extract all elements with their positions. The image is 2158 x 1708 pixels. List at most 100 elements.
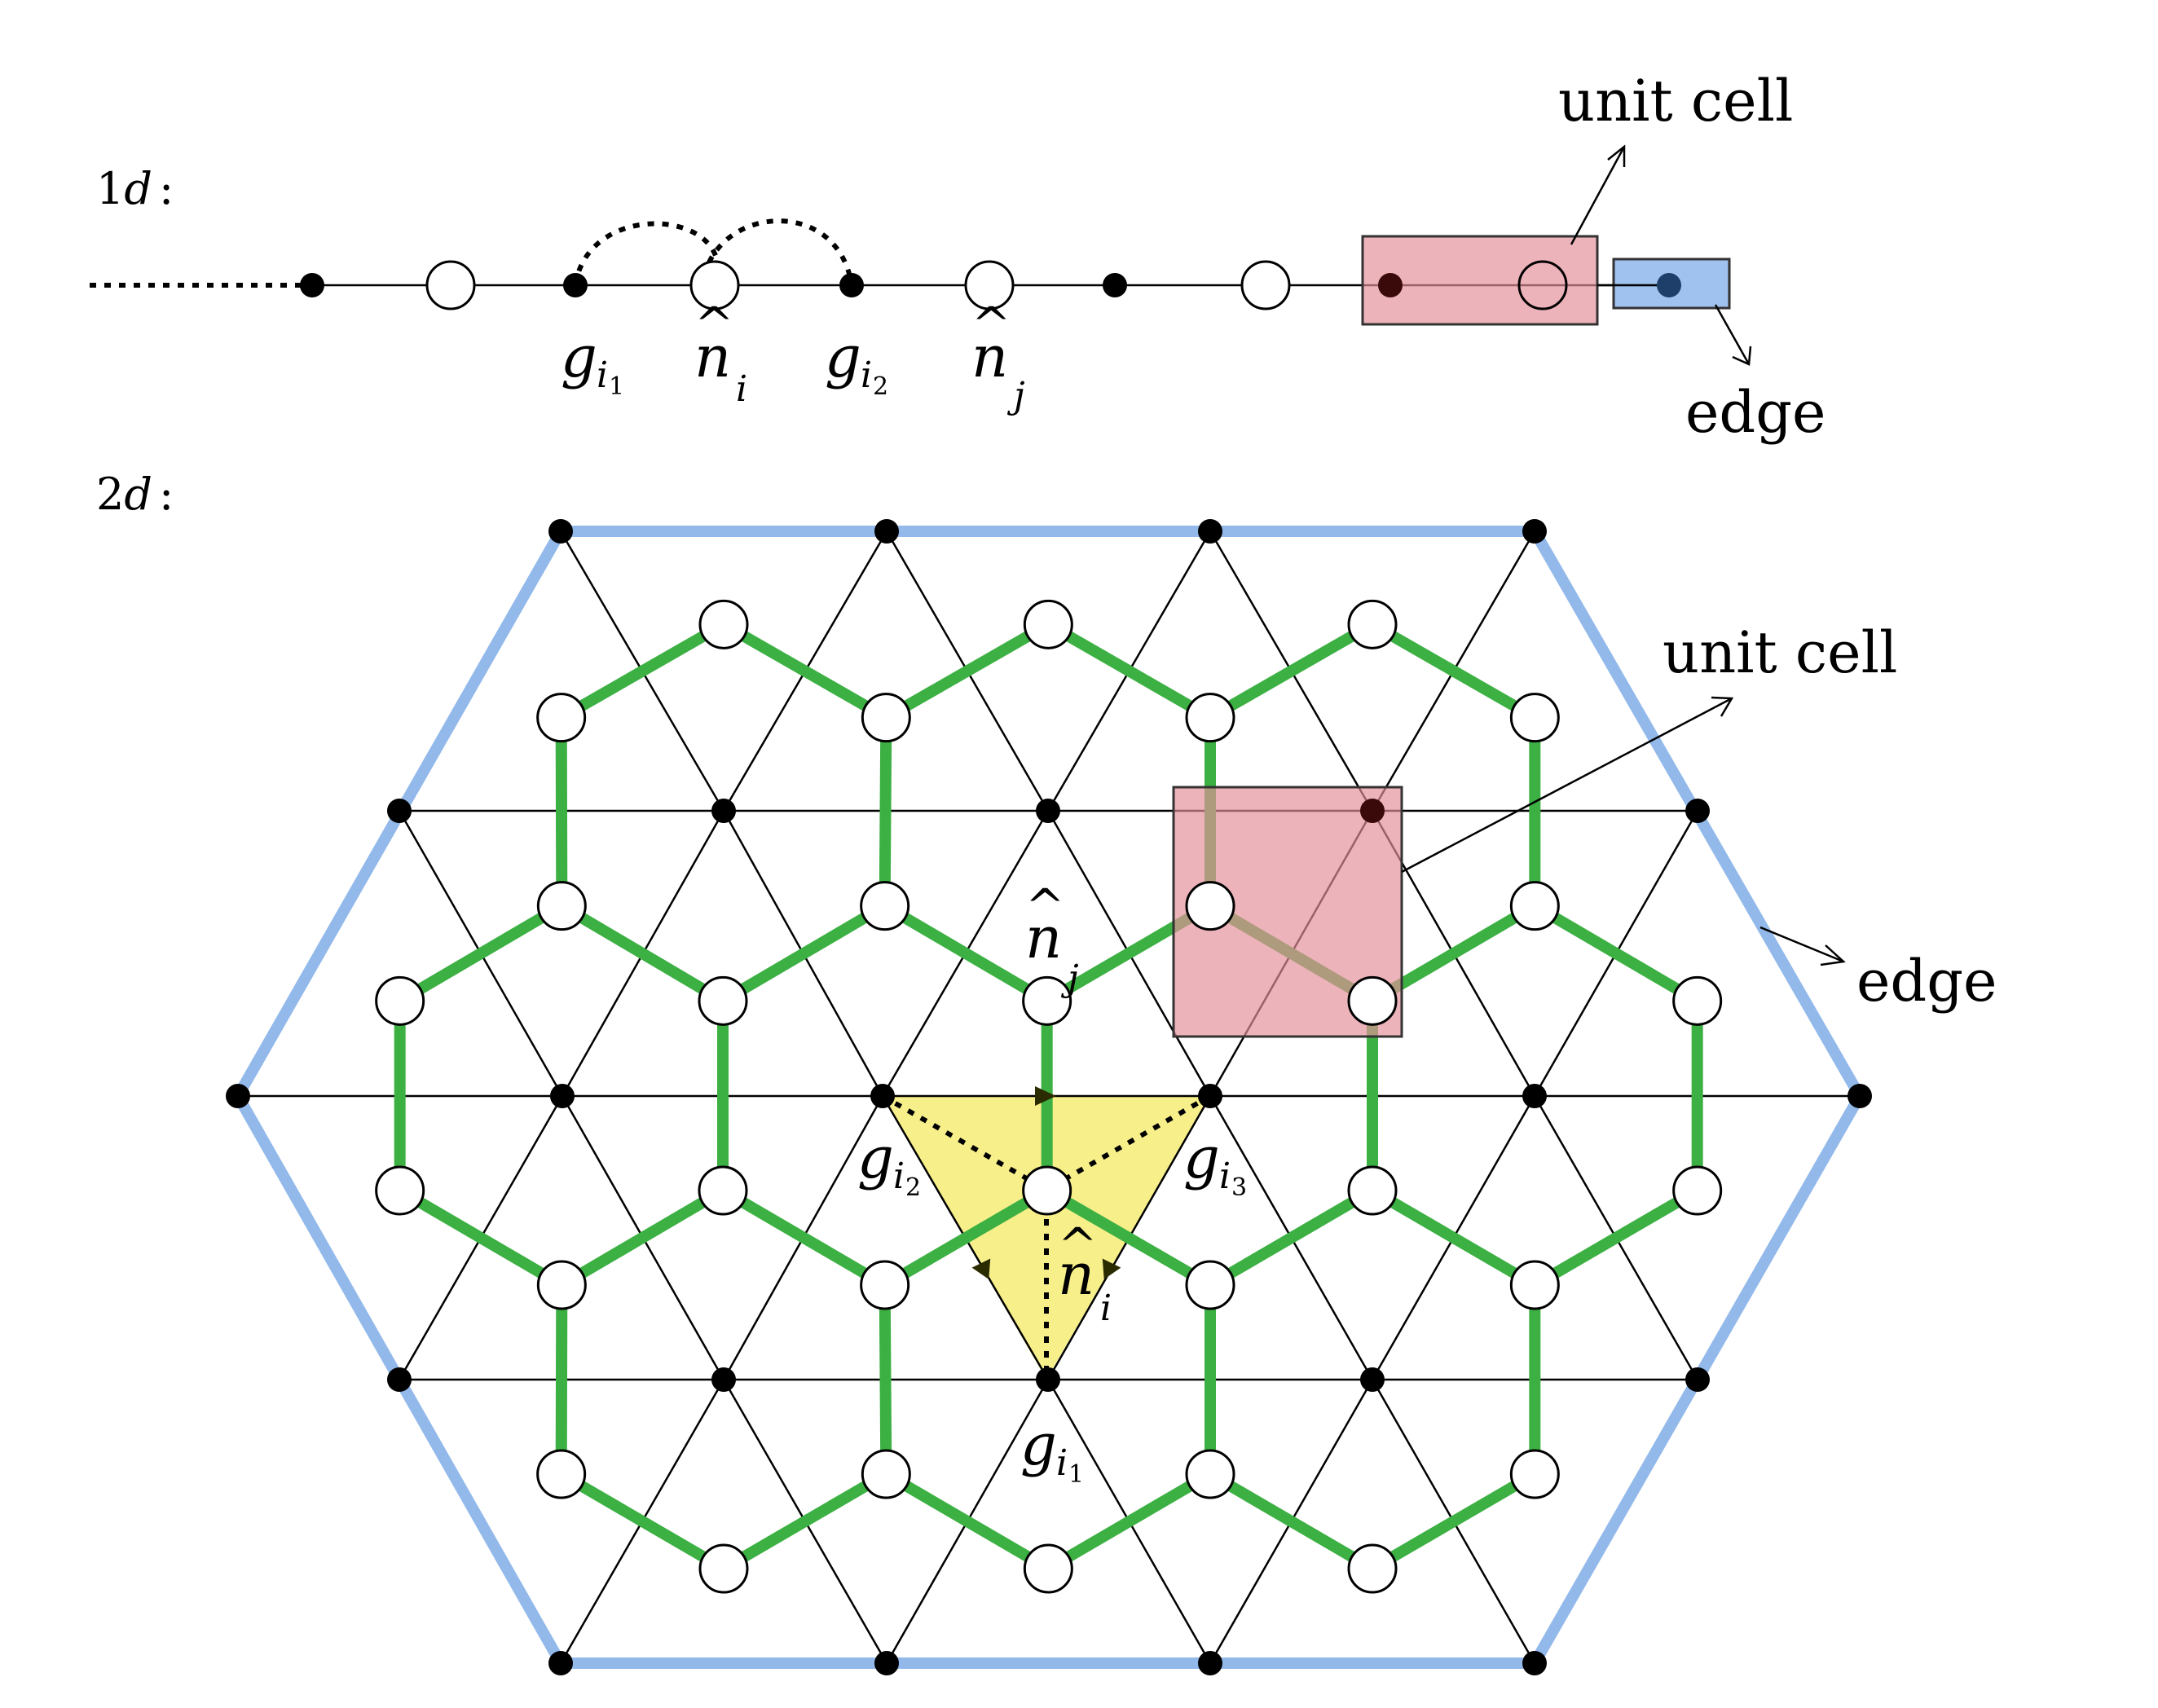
svg-text:i: i — [893, 1156, 905, 1197]
honeycomb-bond — [1367, 1185, 1541, 1291]
matter-node — [698, 599, 749, 649]
svg-text:g: g — [1183, 1125, 1220, 1191]
svg-text:n: n — [1025, 905, 1062, 971]
edge-pointer-1d — [1714, 304, 1751, 365]
gauge-node — [1360, 1367, 1385, 1392]
gauge-node — [1103, 273, 1127, 297]
matter-node-n-j — [964, 260, 1015, 310]
matter-node — [1185, 693, 1235, 743]
label-n-i-1d: ^ n i — [694, 297, 747, 410]
matter-node — [1240, 260, 1291, 310]
label-1d-number: 1 — [96, 163, 124, 214]
unit-cell-matter-node — [1517, 260, 1568, 310]
matter-node — [1509, 881, 1560, 931]
matter-node — [1022, 975, 1072, 1026]
svg-text:2: 2 — [905, 1173, 921, 1202]
label-g-i2-2d: g i 2 — [857, 1125, 921, 1202]
svg-text:n: n — [971, 324, 1008, 390]
matter-node — [1185, 1260, 1235, 1310]
matter-node — [860, 881, 910, 931]
gauge-node — [1036, 799, 1060, 823]
gauge-node-g-i2 — [839, 273, 864, 297]
label-n-i-2d: ^ n i — [1058, 1217, 1112, 1329]
label-g-i3-2d: g i 3 — [1183, 1125, 1247, 1202]
svg-text:g: g — [1020, 1411, 1057, 1478]
svg-text:^: ^ — [1058, 1217, 1098, 1273]
unit-cell-box-1d — [1361, 235, 1599, 326]
honeycomb-bond — [880, 618, 1055, 724]
matter-node — [861, 693, 911, 743]
label-1d-colon: : — [159, 163, 174, 214]
edge-arrowhead-1d — [1732, 346, 1752, 366]
gauge-link-dotted-left — [881, 1094, 1048, 1192]
matter-node — [1347, 975, 1398, 1026]
matter-node — [1509, 693, 1560, 743]
edge-label-1d: edge — [1685, 379, 1825, 446]
honeycomb-bond — [1042, 1468, 1216, 1574]
matter-node — [1347, 1543, 1398, 1594]
honeycomb-bond — [394, 1185, 568, 1291]
honeycomb-bond — [717, 1185, 891, 1291]
matter-node — [1347, 599, 1398, 649]
label-n-j-1d: ^ n j — [971, 297, 1025, 416]
hopping-arc-right — [707, 218, 854, 286]
matter-node — [536, 693, 587, 743]
honeycomb-bond — [555, 1468, 729, 1574]
orientation-arrow-left — [971, 1258, 991, 1279]
svg-text:1: 1 — [609, 372, 624, 401]
orientation-arrow-top — [1035, 1086, 1056, 1106]
svg-text:i: i — [1100, 1288, 1112, 1329]
matter-node — [1347, 1165, 1398, 1216]
gauge-node — [1522, 1651, 1547, 1675]
matter-node — [1023, 1543, 1073, 1594]
unit-cell-arrowhead-1d — [1607, 144, 1626, 167]
svg-text:i: i — [1056, 1442, 1068, 1484]
matter-node — [1509, 1449, 1560, 1499]
matter-node — [698, 1543, 749, 1594]
label-1d-letter: d — [124, 163, 152, 214]
gauge-node — [1685, 799, 1710, 823]
svg-text:3: 3 — [1231, 1173, 1247, 1202]
honeycomb-bond — [1205, 1468, 1378, 1574]
honeycomb-bond — [718, 618, 892, 724]
honeycomb-bond — [718, 1468, 892, 1574]
svg-text:n: n — [1058, 1241, 1094, 1308]
gauge-node — [1198, 1084, 1222, 1108]
label-g-i2-1d: g i 2 — [825, 324, 888, 401]
honeycomb-bond — [1367, 1468, 1541, 1574]
matter-node — [375, 1165, 425, 1216]
gauge-node — [1848, 1084, 1872, 1108]
unit-cell-label-2d: unit cell — [1663, 619, 1897, 686]
label-2d-letter: d — [124, 469, 152, 520]
honeycomb-bond — [556, 1185, 729, 1291]
gauge-node — [387, 1367, 412, 1392]
svg-text:i: i — [1219, 1156, 1231, 1197]
gauge-node — [1036, 1367, 1060, 1392]
honeycomb-bond — [879, 1279, 892, 1480]
unit-cell-pointer-2d — [1401, 697, 1733, 874]
gauge-node — [711, 799, 736, 823]
honeycomb-bond — [1367, 618, 1541, 724]
matter-node — [860, 1260, 910, 1310]
matter-node — [425, 260, 476, 310]
honeycomb-bond — [717, 900, 891, 1007]
svg-text:^: ^ — [971, 297, 1011, 352]
panel-1d: 1d: g i 1 ^ n i — [90, 68, 1825, 446]
honeycomb-bond — [556, 900, 729, 1007]
honeycomb-bond — [1042, 618, 1216, 724]
gauge-node — [226, 1084, 250, 1108]
gauge-node-g-i1 — [563, 273, 588, 297]
hopping-arc-left — [573, 221, 720, 286]
orientation-arrow-right — [1102, 1258, 1121, 1279]
matter-node — [536, 881, 587, 931]
matter-node — [698, 1165, 748, 1216]
matter-node-n-i — [689, 260, 740, 310]
label-g-i1-2d: g i 1 — [1020, 1411, 1084, 1489]
gauge-node — [548, 1651, 573, 1675]
edge-pointer-2d — [1759, 926, 1844, 963]
svg-text:g: g — [857, 1125, 894, 1191]
label-n-j-2d: ^ n j — [1025, 878, 1079, 999]
gauge-node — [870, 1084, 895, 1108]
honeycomb-bond — [880, 1468, 1055, 1574]
gauge-node — [1522, 1084, 1547, 1108]
